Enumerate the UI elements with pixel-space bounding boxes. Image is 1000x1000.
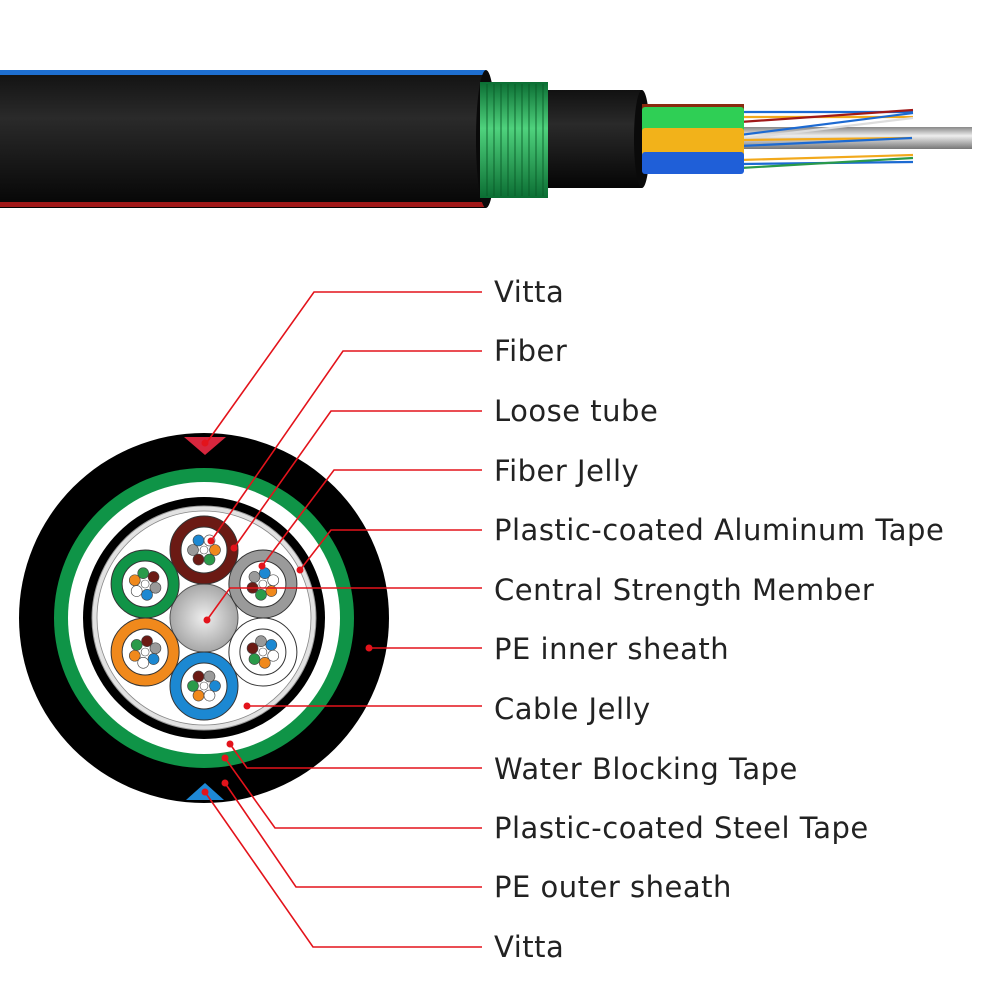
fiber <box>258 657 271 669</box>
fiber <box>192 689 205 702</box>
vitta-red-stripe <box>0 202 486 207</box>
fiber <box>137 567 150 579</box>
leader-lines <box>201 291 482 948</box>
loose-tube <box>110 617 180 687</box>
fiber <box>248 571 261 583</box>
fiber <box>209 544 221 556</box>
loose-tube <box>228 617 298 687</box>
fiber <box>192 670 205 683</box>
fiber <box>187 544 199 556</box>
label-central-strength-member: Central Strength Member <box>494 573 874 607</box>
loose-tube <box>228 549 298 619</box>
fiber <box>147 653 160 665</box>
fibers <box>739 108 914 170</box>
central-strength-member <box>169 583 239 653</box>
loose-tube <box>169 651 239 721</box>
fiber <box>203 553 216 566</box>
label-water-blocking-tape: Water Blocking Tape <box>494 752 798 786</box>
fiber <box>265 639 278 651</box>
fiber <box>149 581 162 594</box>
loose-tube-yellow <box>642 128 744 158</box>
label-steel-tape: Plastic-coated Steel Tape <box>494 811 869 845</box>
label-loose-tube: Loose tube <box>494 394 658 428</box>
vitta-blue-stripe <box>0 70 486 75</box>
cross-section <box>19 433 389 803</box>
inner-sheath <box>548 90 642 188</box>
label-fiber-jelly: Fiber Jelly <box>494 454 639 488</box>
label-fiber: Fiber <box>494 334 567 368</box>
fiber <box>255 635 267 647</box>
outer-sheath <box>0 70 486 208</box>
fiber <box>255 589 267 601</box>
label-vitta-top: Vitta <box>494 275 564 309</box>
fiber <box>141 589 153 601</box>
fiber <box>209 680 221 692</box>
steel-tape-armor <box>480 82 548 198</box>
labels: Vitta Fiber Loose tube Fiber Jelly Plast… <box>494 275 944 964</box>
fiber <box>149 642 162 655</box>
label-cable-jelly: Cable Jelly <box>494 692 651 726</box>
fiber <box>137 657 150 669</box>
fiber <box>267 649 280 662</box>
loose-tube-green <box>642 107 744 134</box>
label-aluminum-tape: Plastic-coated Aluminum Tape <box>494 513 944 547</box>
fiber <box>192 534 205 547</box>
fiber <box>246 642 259 655</box>
fiber <box>147 571 160 583</box>
fiber <box>192 553 205 566</box>
cable-side-view <box>0 70 972 208</box>
fiber <box>141 635 153 647</box>
label-pe-outer-sheath: PE outer sheath <box>494 870 732 904</box>
fiber <box>248 653 261 665</box>
loose-tube <box>169 515 239 585</box>
fiber <box>187 680 199 692</box>
fiber <box>130 585 143 597</box>
label-vitta-bottom: Vitta <box>494 930 564 964</box>
loose-tube-blue <box>642 152 744 174</box>
loose-tube <box>110 549 180 619</box>
fiber <box>203 689 216 702</box>
fiber <box>267 574 280 587</box>
fiber <box>203 670 216 683</box>
fiber <box>130 639 143 651</box>
label-pe-inner-sheath: PE inner sheath <box>494 632 729 666</box>
